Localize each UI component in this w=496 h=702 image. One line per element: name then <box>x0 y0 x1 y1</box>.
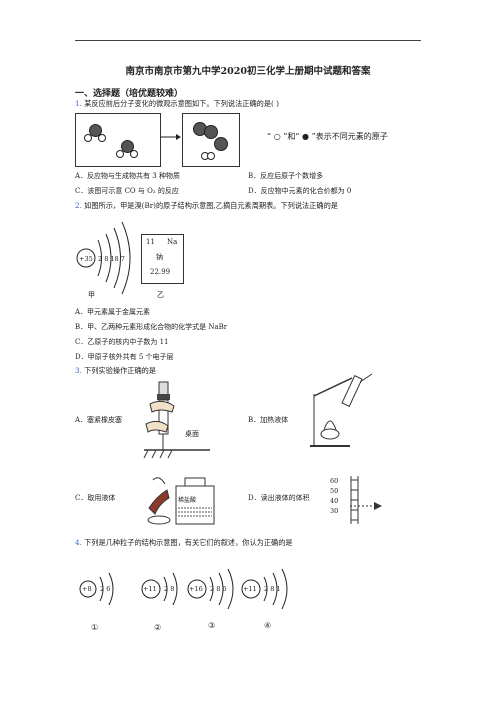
particle-shells <box>141 572 178 606</box>
q3-option-b: B．加热液体 <box>248 416 289 424</box>
heating-liquid-illustration <box>310 373 373 447</box>
atomic-mass: 22.99 <box>150 268 171 276</box>
label-yi: 乙 <box>157 291 164 299</box>
particle-nucleus: +16 <box>189 585 203 593</box>
particle-2: +11 2 8 ② <box>140 565 200 637</box>
dark-atom <box>89 124 102 137</box>
header-rule <box>75 40 421 41</box>
q1-option-d: D．反应物中元素的化合价都为 0 <box>248 187 352 195</box>
question-number: 2. <box>75 201 82 210</box>
particle-1: +8 2 6 ① <box>78 565 138 637</box>
bromine-atom-diagram <box>76 221 131 295</box>
rubber-stopper-illustration <box>143 381 210 459</box>
q3-option-c: C．取用液体 <box>75 494 116 502</box>
label-jia: 甲 <box>88 291 95 299</box>
question-text: 下列实验操作正确的是 <box>84 366 157 375</box>
question-4-stem: 4. 下列是几种粒子的结构示意图，有关它们的叙述，你认为正确的是 <box>75 538 293 548</box>
q2-option-b: B．甲、乙两种元素形成化合物的化学式是 NaBr <box>75 323 228 331</box>
dark-atom <box>121 140 134 153</box>
take-liquid-illustration <box>147 477 215 525</box>
particle-shells <box>241 568 288 610</box>
particle-shells <box>79 572 114 606</box>
graduated-cylinder-illustration <box>350 476 382 524</box>
light-atom <box>130 150 138 158</box>
particle-label: ① <box>91 623 99 632</box>
particle-label: ③ <box>208 621 216 630</box>
q1-option-c: C．该图可示意 CO 与 O₂ 的反应 <box>75 187 179 195</box>
bromine-shells: 2 8 18 7 <box>98 255 125 263</box>
particle-diagrams: +8 2 6 ① +11 2 8 ② +16 2 8 6 ③ +11 <box>78 565 408 637</box>
particle-shells-text: 2 8 <box>164 585 175 593</box>
light-atom <box>84 134 92 142</box>
question-text: 某反应前后分子变化的微观示意图如下。下列说法正确的是( ) <box>84 99 279 108</box>
reaction-arrow <box>161 134 181 140</box>
light-atom <box>116 150 124 158</box>
particle-shells <box>187 568 234 610</box>
question-3-stem: 3. 下列实验操作正确的是 <box>75 366 156 376</box>
q2-option-a: A．甲元素属于金属元素 <box>75 308 151 316</box>
particle-nucleus: +11 <box>243 585 257 593</box>
q3-option-a: A．塞紧橡皮塞 <box>75 416 123 424</box>
cyl-tick-60: 60 <box>330 477 339 485</box>
particle-label: ② <box>154 623 162 632</box>
light-atom <box>98 134 106 142</box>
light-atom <box>207 152 215 160</box>
q1-option-a: A．反应物与生成物共有 3 种物质 <box>75 172 180 180</box>
question-number: 1. <box>75 99 82 108</box>
dark-atom <box>214 137 228 151</box>
before-reaction-box <box>75 113 161 167</box>
after-reaction-box <box>182 113 240 167</box>
cyl-tick-30: 30 <box>330 507 339 515</box>
particle-nucleus: +11 <box>143 585 157 593</box>
question-2-stem: 2. 如图所示，甲是溴(Br)的原子结构示意图,乙摘自元素周期表。下列说法正确的… <box>75 201 338 211</box>
q2-option-c: C．乙原子的核内中子数为 11 <box>75 338 169 346</box>
dark-atom <box>204 125 218 139</box>
atomic-number: 11 <box>146 238 155 246</box>
question-number: 3. <box>75 366 82 375</box>
element-card-sodium: 11 Na 钠 22.99 <box>141 234 184 284</box>
bromine-nucleus: +35 <box>79 255 93 263</box>
particle-shells-text: 2 8 1 <box>264 585 281 593</box>
section-heading: 一、选择题（培优题较难） <box>75 89 184 99</box>
q3-option-d: D．读出液体的体积 <box>248 494 310 502</box>
cyl-tick-40: 40 <box>330 497 339 505</box>
bottle-label: 稀盐酸 <box>178 497 197 504</box>
q1-option-b: B．反应后原子个数增多 <box>248 172 324 180</box>
particle-label: ④ <box>264 621 272 630</box>
particle-4: +11 2 8 1 ④ <box>240 565 310 637</box>
q2-option-d: D．甲原子核外共有 5 个电子层 <box>75 353 174 361</box>
element-name: 钠 <box>156 253 163 261</box>
question-text: 如图所示，甲是溴(Br)的原子结构示意图,乙摘自元素周期表。下列说法正确的是 <box>84 201 338 210</box>
question-text: 下列是几种粒子的结构示意图，有关它们的叙述，你认为正确的是 <box>84 538 293 547</box>
particle-nucleus: +8 <box>82 585 92 593</box>
question-number: 4. <box>75 538 82 547</box>
particle-shells-text: 2 6 <box>100 585 111 593</box>
atom-legend: “ ○ ”和“ ● ”表示不同元素的原子 <box>267 132 388 141</box>
particle-3: +16 2 8 6 ③ <box>186 565 256 637</box>
cyl-tick-50: 50 <box>330 487 339 495</box>
question-1-stem: 1. 某反应前后分子变化的微观示意图如下。下列说法正确的是( ) <box>75 99 279 109</box>
particle-shells-text: 2 8 6 <box>210 585 227 593</box>
desk-label: 桌面 <box>185 430 199 438</box>
page-title: 南京市南京市第九中学2020初三化学上册期中试题和答案 <box>125 66 371 77</box>
element-symbol: Na <box>167 238 178 246</box>
